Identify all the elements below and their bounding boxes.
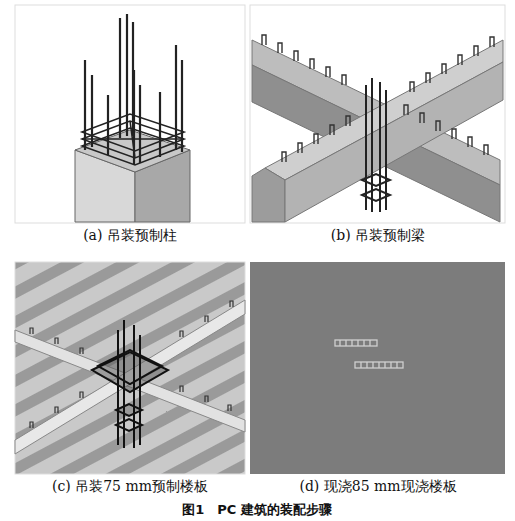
figure-caption: 图1 PC 建筑的装配步骤 bbox=[182, 502, 332, 518]
panel-caption: (a) 吊装预制柱 bbox=[83, 227, 177, 244]
panel-caption: (c) 吊装75 mm预制楼板 bbox=[52, 478, 208, 495]
precast-column bbox=[15, 5, 245, 223]
precast-beams bbox=[250, 5, 505, 223]
cast-in-place-slab bbox=[250, 262, 505, 474]
panel-caption: (d) 现浇85 mm现浇楼板 bbox=[299, 478, 456, 495]
precast-slabs bbox=[15, 262, 245, 474]
panel-caption: (b) 吊装预制梁 bbox=[331, 227, 425, 244]
